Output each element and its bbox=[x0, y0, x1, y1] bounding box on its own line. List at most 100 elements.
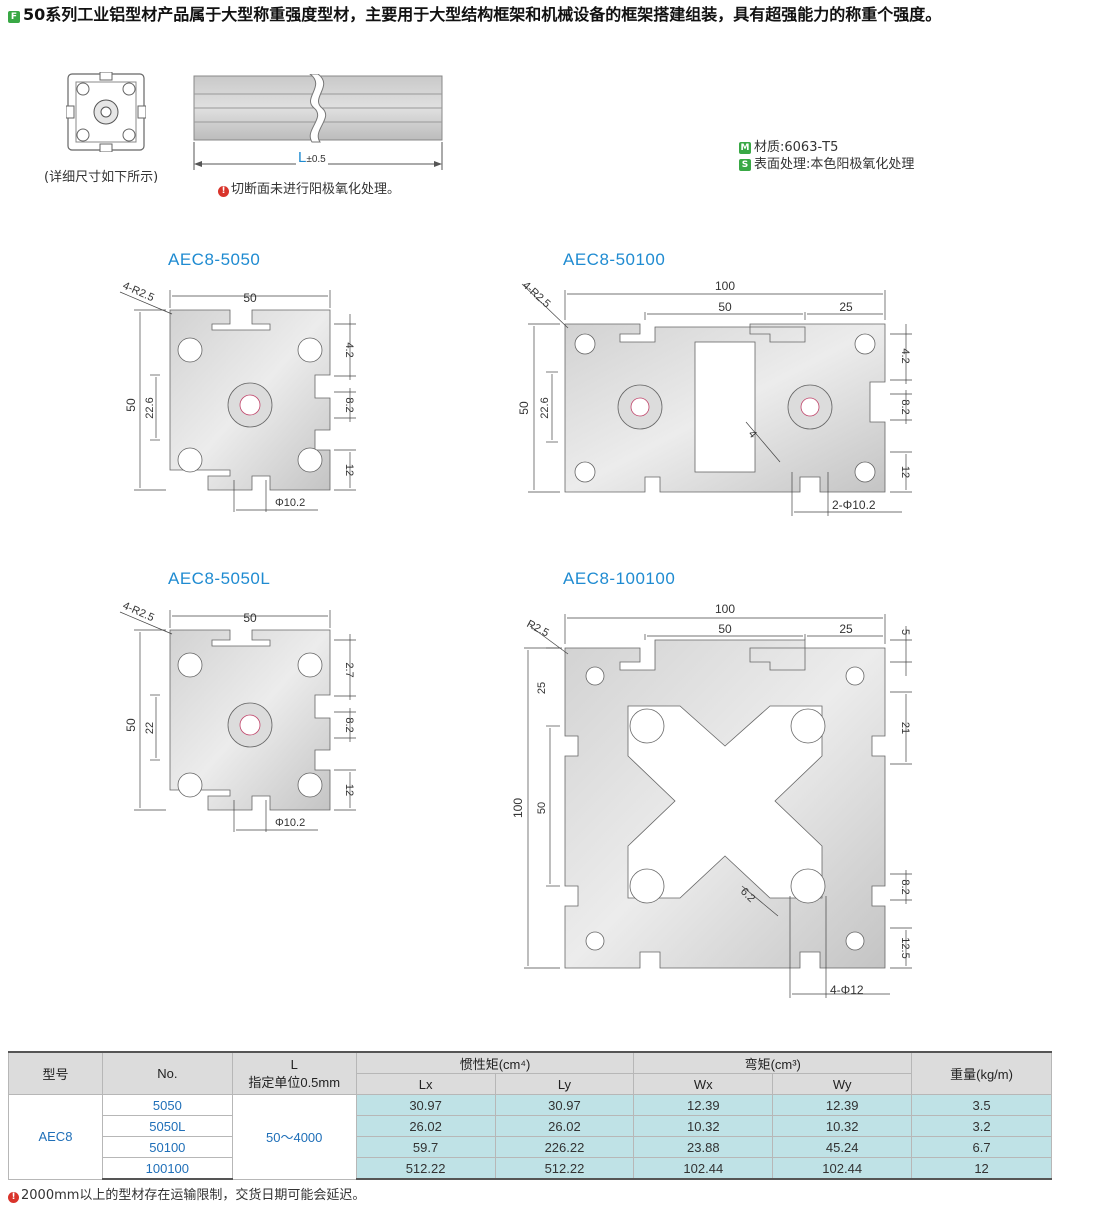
ly-cell: 26.02 bbox=[494, 1115, 635, 1137]
dim-radius: R2.5 bbox=[525, 618, 551, 640]
weight-cell: 3.2 bbox=[911, 1115, 1052, 1137]
drawing-50100: 100 50 25 50 22.6 4.2 8.2 12 4 2-Φ10.2 4… bbox=[517, 279, 912, 516]
wx-cell: 23.88 bbox=[633, 1136, 774, 1158]
lx-cell: 26.02 bbox=[355, 1115, 496, 1137]
dim-d2: 8.2 bbox=[899, 399, 911, 414]
dim-width-half: 50 bbox=[718, 622, 732, 636]
cut-surface-note: !切断面未进行阳极氧化处理。 bbox=[218, 178, 400, 197]
dim-d1: 4.2 bbox=[899, 348, 911, 363]
ly-cell: 512.22 bbox=[494, 1157, 635, 1180]
header-lx: Lx bbox=[355, 1073, 496, 1095]
dim-inner: 22 bbox=[144, 722, 156, 734]
dim-d3: 12 bbox=[343, 784, 355, 796]
dim-hole: 2-Φ10.2 bbox=[832, 498, 876, 512]
warning-icon: ! bbox=[218, 186, 229, 197]
dim-d3: 12 bbox=[343, 464, 355, 476]
dim-radius: 4-R2.5 bbox=[520, 279, 553, 310]
wx-cell: 10.32 bbox=[633, 1115, 774, 1137]
warning-icon: ! bbox=[8, 1192, 19, 1203]
no-cell: 50100 bbox=[101, 1136, 233, 1158]
wx-cell: 12.39 bbox=[633, 1094, 774, 1116]
dim-width-half: 50 bbox=[718, 300, 732, 314]
dim-hole: 4-Φ12 bbox=[830, 983, 864, 997]
no-cell: 5050 bbox=[101, 1094, 233, 1116]
feature-badge: F bbox=[8, 11, 20, 23]
dim-height-quarter: 25 bbox=[536, 682, 548, 694]
header-inertia: 惯性矩(cm⁴) bbox=[355, 1051, 635, 1074]
dim-d1: 2.7 bbox=[343, 662, 355, 677]
header-wx: Wx bbox=[633, 1073, 774, 1095]
table-row: AEC8 5050 50～4000 30.97 30.97 12.39 12.3… bbox=[8, 1094, 1052, 1180]
table-row: 50100 59.7 226.22 23.88 45.24 6.7 bbox=[9, 1136, 1052, 1158]
dim-d2: 8.2 bbox=[343, 397, 355, 412]
model-title-100100: AEC8-100100 bbox=[563, 569, 676, 588]
header-wy: Wy bbox=[772, 1073, 913, 1095]
drawing-5050 bbox=[119, 290, 356, 512]
weight-cell: 12 bbox=[911, 1157, 1052, 1180]
no-cell: 100100 bbox=[101, 1157, 233, 1180]
dim-inner: 22.6 bbox=[144, 397, 156, 418]
dim-d1: 4.2 bbox=[343, 342, 355, 357]
lx-cell: 30.97 bbox=[355, 1094, 496, 1116]
dim-d2: 8.2 bbox=[343, 717, 355, 732]
drawing-5050L: 50 50 22 2.7 8.2 12 Φ10.2 4-R2.5 bbox=[119, 600, 356, 832]
dim-height: 50 bbox=[124, 398, 138, 412]
dim-width: 50 bbox=[243, 611, 257, 625]
material-badge: M bbox=[739, 142, 751, 154]
model-title-5050: AEC8-5050 bbox=[168, 250, 261, 269]
dim-width: 100 bbox=[715, 602, 735, 616]
dim-d2: 21 bbox=[899, 722, 911, 734]
dim-width: 100 bbox=[715, 279, 735, 293]
dim-height-half: 50 bbox=[536, 802, 548, 814]
header-ly: Ly bbox=[494, 1073, 635, 1095]
dim-d4: 12.5 bbox=[899, 937, 911, 958]
lx-cell: 59.7 bbox=[355, 1136, 496, 1158]
dim-hole: Φ10.2 bbox=[275, 817, 305, 829]
dim-width-quarter: 25 bbox=[839, 622, 853, 636]
table-row: 100100 512.22 512.22 102.44 102.44 12 bbox=[9, 1157, 1052, 1180]
length-label: L±0.5 bbox=[296, 149, 328, 166]
weight-cell: 3.5 bbox=[911, 1094, 1052, 1116]
detail-caption: (详细尺寸如下所示) bbox=[44, 170, 159, 185]
model-title-50100: AEC8-50100 bbox=[563, 250, 666, 269]
shipping-footnote: !2000mm以上的型材存在运输限制，交货日期可能会延迟。 bbox=[8, 1184, 365, 1203]
header-weight: 重量(kg/m) bbox=[911, 1051, 1052, 1095]
dims-5050: 50 50 22.6 4.2 8.2 12 Φ10.2 4-R2.5 bbox=[121, 280, 355, 509]
dim-d1: 5 bbox=[899, 629, 911, 635]
surface-badge: S bbox=[739, 159, 751, 171]
header-model: 型号 bbox=[8, 1051, 103, 1095]
dim-hole: Φ10.2 bbox=[275, 497, 305, 509]
dim-radius: 4-R2.5 bbox=[121, 600, 156, 624]
dim-inner: 22.6 bbox=[539, 397, 551, 418]
header-moment: 弯矩(cm³) bbox=[633, 1051, 913, 1074]
wy-cell: 45.24 bbox=[772, 1136, 913, 1158]
dim-height: 100 bbox=[511, 798, 525, 818]
weight-cell: 6.7 bbox=[911, 1136, 1052, 1158]
length-range-cell: 50～4000 bbox=[231, 1094, 357, 1180]
wy-cell: 102.44 bbox=[772, 1157, 913, 1180]
header-no: No. bbox=[101, 1051, 233, 1095]
dim-height: 50 bbox=[517, 401, 531, 415]
no-cell: 5050L bbox=[101, 1115, 233, 1137]
wy-cell: 10.32 bbox=[772, 1115, 913, 1137]
model-title-5050L: AEC8-5050L bbox=[168, 569, 271, 588]
lx-cell: 512.22 bbox=[355, 1157, 496, 1180]
drawing-100100: 100 50 25 100 50 25 5 21 8.2 12.5 6.2 4-… bbox=[511, 602, 912, 998]
profile-thumbnail bbox=[66, 72, 146, 152]
wx-cell: 102.44 bbox=[633, 1157, 774, 1180]
dim-radius: 4-R2.5 bbox=[121, 280, 156, 304]
dim-width-quarter: 25 bbox=[839, 300, 853, 314]
table-row: 5050L 26.02 26.02 10.32 10.32 3.2 bbox=[9, 1115, 1052, 1137]
dim-d3: 12 bbox=[899, 466, 911, 478]
intro-paragraph: 50系列工业铝型材产品属于大型称重强度型材，主要用于大型结构框架和机械设备的框架… bbox=[23, 5, 942, 24]
dim-width: 50 bbox=[243, 291, 257, 305]
model-cell: AEC8 bbox=[8, 1094, 103, 1180]
profile-length-diagram bbox=[193, 74, 443, 170]
dim-height: 50 bbox=[124, 718, 138, 732]
ly-cell: 30.97 bbox=[494, 1094, 635, 1116]
